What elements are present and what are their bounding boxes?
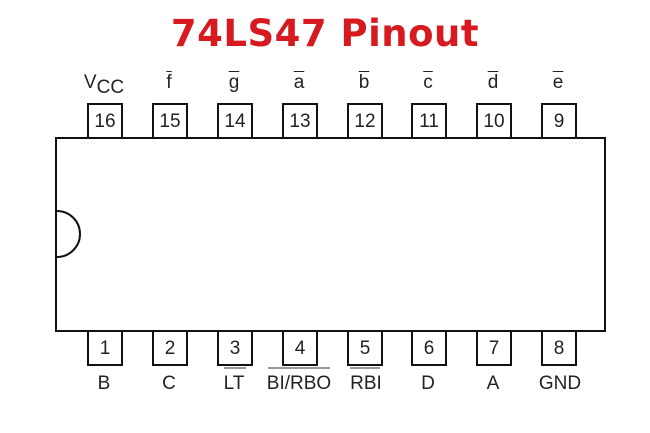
- pin-2: 2: [152, 330, 188, 366]
- diagram-title: 74LS47 Pinout: [170, 12, 480, 55]
- pin-3: 3: [217, 330, 253, 366]
- vcc-label: V: [83, 72, 97, 93]
- pin-3-label: LT: [223, 373, 245, 394]
- pin-10-label: d: [487, 72, 499, 93]
- pin-7-label: A: [486, 373, 500, 394]
- pin-13: 13: [282, 103, 318, 139]
- pin-6-label: D: [421, 373, 435, 394]
- pin-13-label: a: [293, 72, 305, 93]
- pin-11-label: c: [423, 72, 433, 93]
- pin-11: 11: [411, 103, 447, 139]
- pin-9-label: e: [552, 72, 564, 93]
- pin-15-label: f: [166, 72, 172, 93]
- pin-5: 5: [347, 330, 383, 366]
- pin-9: 9: [541, 103, 577, 139]
- pin-5-label: RBI: [350, 373, 382, 394]
- ic-notch: [57, 210, 81, 258]
- vcc-subscript: CC: [96, 77, 125, 98]
- pin-12-label: b: [358, 72, 370, 93]
- pin-6: 6: [411, 330, 447, 366]
- pin-16-label: VCC: [64, 72, 144, 99]
- pin-4-label: BI/RBO: [266, 373, 332, 394]
- bi-rbo-overline: [268, 367, 330, 369]
- pin-15: 15: [152, 103, 188, 139]
- rbi-overline: [350, 367, 380, 369]
- pin-2-label: C: [162, 373, 176, 394]
- pin-7: 7: [476, 330, 512, 366]
- pin-1: 1: [87, 330, 123, 366]
- pin-8: 8: [541, 330, 577, 366]
- lt-overline: [224, 367, 246, 369]
- pin-8-label: GND: [538, 373, 582, 394]
- ic-body: [55, 137, 606, 332]
- pin-14: 14: [217, 103, 253, 139]
- pin-12: 12: [347, 103, 383, 139]
- pin-14-label: g: [228, 72, 240, 93]
- pin-4: 4: [282, 330, 318, 366]
- pin-1-label: B: [97, 373, 111, 394]
- pin-10: 10: [476, 103, 512, 139]
- pin-16: 16: [87, 103, 123, 139]
